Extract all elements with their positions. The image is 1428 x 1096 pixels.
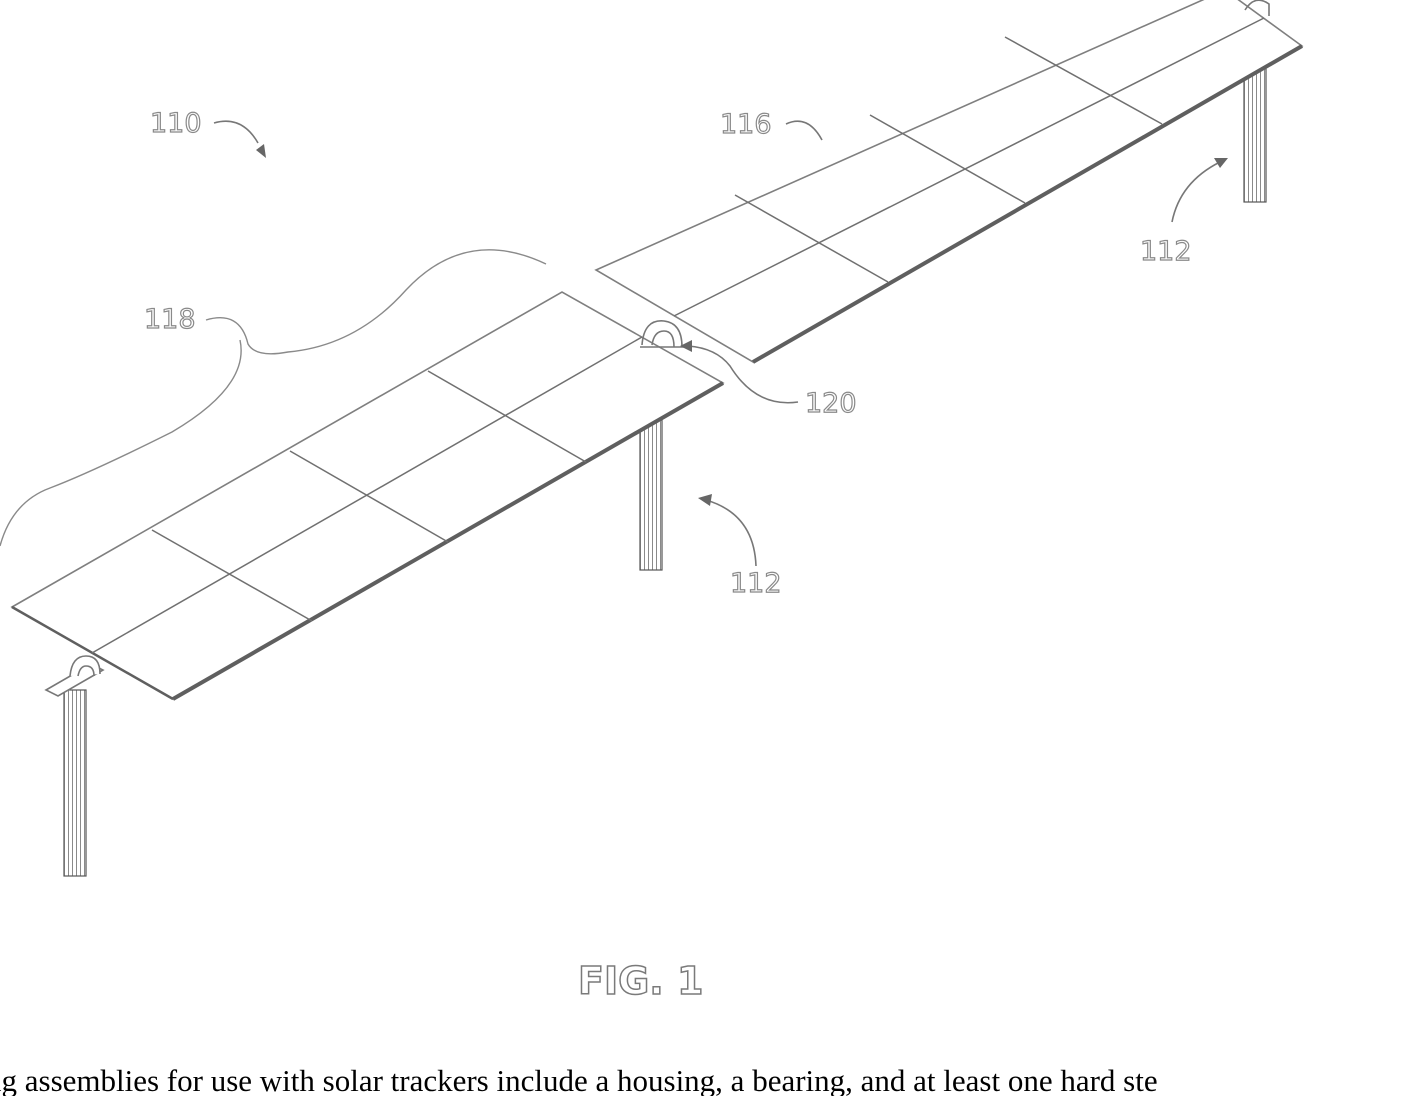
label-120: 120 — [805, 388, 857, 419]
callout-112-right: 112 — [1140, 158, 1228, 267]
support-post-right — [1244, 62, 1266, 202]
body-text-fragment: ng assemblies for use with solar tracker… — [0, 1066, 1428, 1096]
callout-116: 116 — [720, 109, 822, 140]
label-116: 116 — [720, 109, 772, 140]
label-118: 118 — [144, 304, 196, 335]
support-post-left — [46, 656, 103, 876]
solar-panel-row-left — [12, 292, 723, 699]
solar-panel-row-right — [596, 0, 1302, 362]
label-112-right: 112 — [1140, 236, 1192, 267]
support-post-center — [640, 420, 662, 570]
figure-label: FIG. 1 — [578, 959, 703, 1003]
body-text: ng assemblies for use with solar tracker… — [0, 1066, 1158, 1096]
callout-112-center: 112 — [698, 494, 782, 599]
label-112-center: 112 — [730, 568, 782, 599]
patent-drawing: 110 116 118 120 112 112 FIG. 1 — [0, 0, 1428, 1040]
callout-110: 110 — [150, 108, 266, 158]
label-110: 110 — [150, 108, 202, 139]
